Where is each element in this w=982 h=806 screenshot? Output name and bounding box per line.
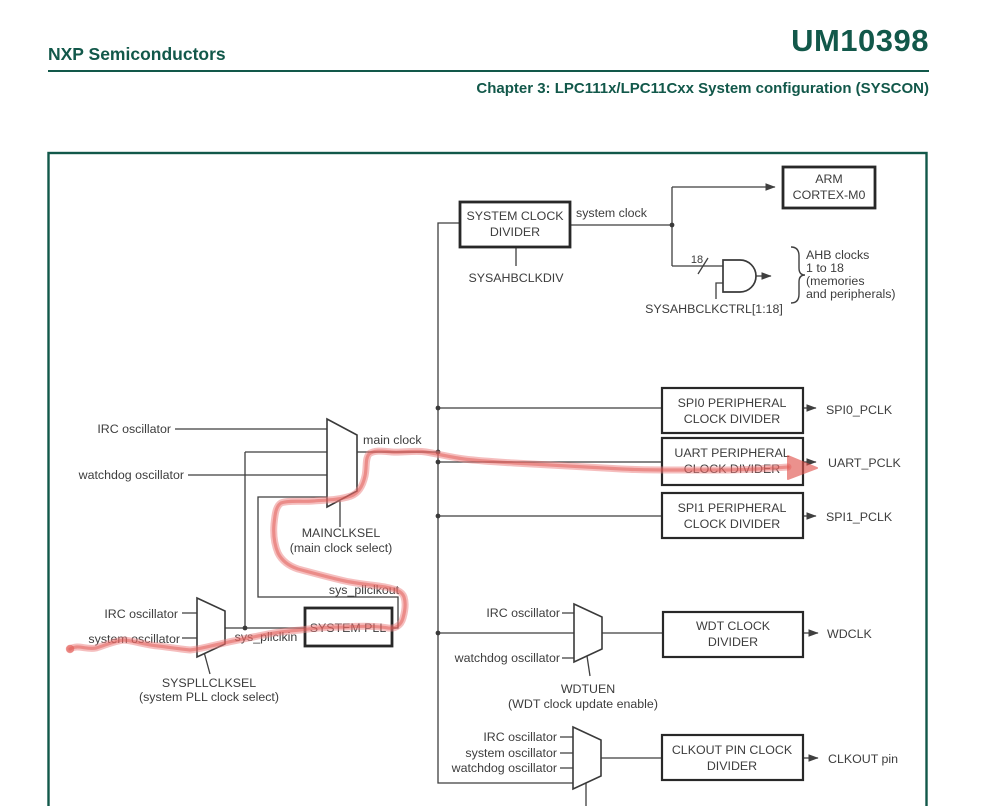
spi1-divider-box [660,491,805,540]
ahb-clocks-label-3: (memories [806,274,865,288]
uart-divider-label-1: UART PERIPHERAL [674,446,789,460]
wdt-divider-box [661,610,805,659]
ahb-clocks-label-2: 1 to 18 [806,261,844,275]
watchdog-oscillator-label-wdt: watchdog oscillator [454,651,560,665]
spi1-pclk-label: SPI1_PCLK [826,510,893,524]
red-marker-path [66,447,792,654]
red-marker-start-blob [65,644,75,654]
figure-border [47,151,928,806]
system-clock-divider-label-1: SYSTEM CLOCK [466,209,564,223]
watchdog-oscillator-label-clkout: watchdog oscillator [451,761,557,775]
wdtuen-desc: (WDT clock update enable) [508,697,658,711]
spi0-divider-label-2: CLOCK DIVIDER [684,412,780,426]
system-clock-divider-label-2: DIVIDER [490,225,540,239]
system-clock-label: system clock [576,206,648,220]
spi0-pclk-label: SPI0_PCLK [826,403,893,417]
syspllclksel-leader [203,651,211,675]
clkout-divider-box [660,733,805,782]
header-rule [48,70,929,72]
red-marker-arrowhead [787,455,818,480]
clkout-select-mux [572,725,602,791]
irc-oscillator-label-main: IRC oscillator [97,422,171,436]
ahb-and-gate [722,259,757,293]
wdclk-label: WDCLK [827,627,872,641]
syspllclksel-label: SYSPLLCLKSEL [162,676,256,690]
chapter-title: Chapter 3: LPC111x/LPC11Cxx System confi… [476,80,929,97]
irc-oscillator-label-pll: IRC oscillator [104,607,178,621]
watchdog-oscillator-label-main: watchdog oscillator [78,468,184,482]
wdt-divider-label-2: DIVIDER [708,635,758,649]
wdtuen-leader [586,655,591,677]
doc-number: UM10398 [791,23,929,58]
uart-pclk-label: UART_PCLK [828,456,902,470]
spi0-divider-box [660,386,805,435]
spi1-divider-label-2: CLOCK DIVIDER [684,517,780,531]
vendor-name: NXP Semiconductors [48,44,226,64]
red-marker-annotation [65,447,818,654]
mainclksel-label: MAINCLKSEL [302,526,381,540]
wdt-mux-input-wires [562,612,574,659]
spi0-divider-label-1: SPI0 PERIPHERAL [678,396,787,410]
bus-width-label: 18 [691,254,703,266]
mainclksel-desc: (main clock select) [290,541,393,555]
arm-label-1: ARM [815,172,843,186]
arm-label-2: CORTEX-M0 [793,188,866,202]
system-oscillator-label-clkout: system oscillator [465,746,557,760]
syspllclksel-desc: (system PLL clock select) [139,690,279,704]
mainclksel-input-wires [175,428,327,628]
clkout-pin-label: CLKOUT pin [828,752,898,766]
clkout-mux-input-wires [560,736,573,769]
sysahbclkdiv-label: SYSAHBCLKDIV [468,271,564,285]
system-clock-divider-box [458,200,572,249]
clkout-divider-label-2: DIVIDER [707,759,757,773]
ahb-clocks-label-4: and peripherals) [806,287,896,301]
wdtuen-label: WDTUEN [561,682,615,696]
ahb-clocks-label-1: AHB clocks [806,248,869,262]
main-clock-label: main clock [363,433,422,447]
wdtuen-mux [573,602,603,664]
syspll-mux-input-wires [182,612,197,639]
irc-oscillator-label-wdt: IRC oscillator [486,606,560,620]
wdt-divider-label-1: WDT CLOCK [696,619,771,633]
irc-oscillator-label-clkout: IRC oscillator [483,730,557,744]
bus-width-slash [697,257,709,275]
spi1-divider-label-1: SPI1 PERIPHERAL [678,501,787,515]
and-gate-enable-wire [715,282,723,299]
main-clock-bus [437,222,573,784]
sysahbclkctrl-label: SYSAHBCLKCTRL[1:18] [645,302,783,316]
red-marker-core [68,449,790,652]
arm-cortex-m0-box [781,165,877,210]
ahb-brace [790,246,806,304]
clkout-divider-label-1: CLKOUT PIN CLOCK [672,743,793,757]
